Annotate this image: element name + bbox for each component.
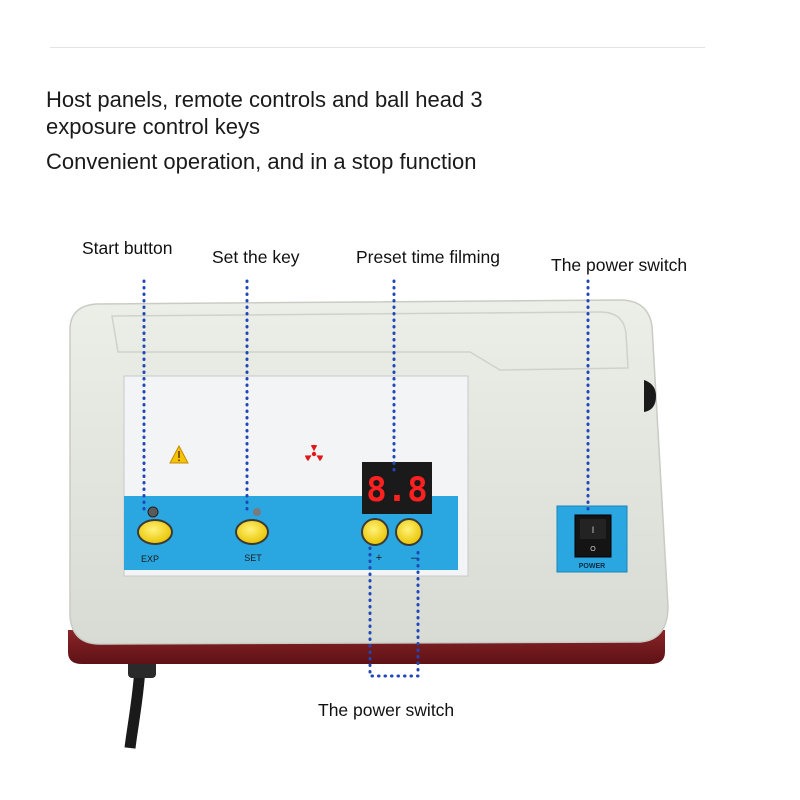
side-knob	[644, 380, 656, 412]
power-label: POWER	[579, 563, 605, 570]
callout-power-switch-top: The power switch	[551, 255, 688, 275]
case-ridge	[111, 311, 629, 371]
headline-line-2: exposure control keys	[46, 114, 260, 139]
set-button[interactable]	[235, 519, 269, 545]
set-indicator-light	[253, 508, 261, 516]
power-cable	[124, 667, 146, 749]
callout-set-key: Set the key	[212, 247, 300, 267]
plus-label: +	[376, 552, 382, 564]
headline-line-1: Host panels, remote controls and ball he…	[46, 87, 483, 112]
rocker-on-mark: I	[592, 525, 595, 535]
warning-icon	[169, 444, 189, 464]
rocker-upper	[580, 519, 606, 539]
minus-label: –	[411, 552, 418, 564]
set-label: SET	[244, 553, 262, 563]
leader-plus-minus	[368, 546, 420, 678]
rocker-off-mark: O	[590, 546, 596, 553]
plus-button[interactable]	[361, 518, 389, 546]
exp-label: EXP	[141, 554, 159, 564]
callout-preset-time: Preset time filming	[356, 247, 500, 267]
led-display	[362, 462, 432, 514]
top-divider	[50, 47, 705, 48]
callout-leaders	[142, 279, 590, 678]
minus-button[interactable]	[395, 518, 423, 546]
callout-start-button: Start button	[82, 238, 173, 258]
led-display-value: 8.8	[366, 470, 427, 510]
headline-line-3: Convenient operation, and in a stop func…	[46, 149, 477, 174]
radiation-icon	[304, 444, 324, 462]
exp-button[interactable]	[137, 519, 173, 545]
exp-indicator-light	[147, 506, 159, 518]
callout-power-switch-bottom: The power switch	[318, 700, 455, 720]
